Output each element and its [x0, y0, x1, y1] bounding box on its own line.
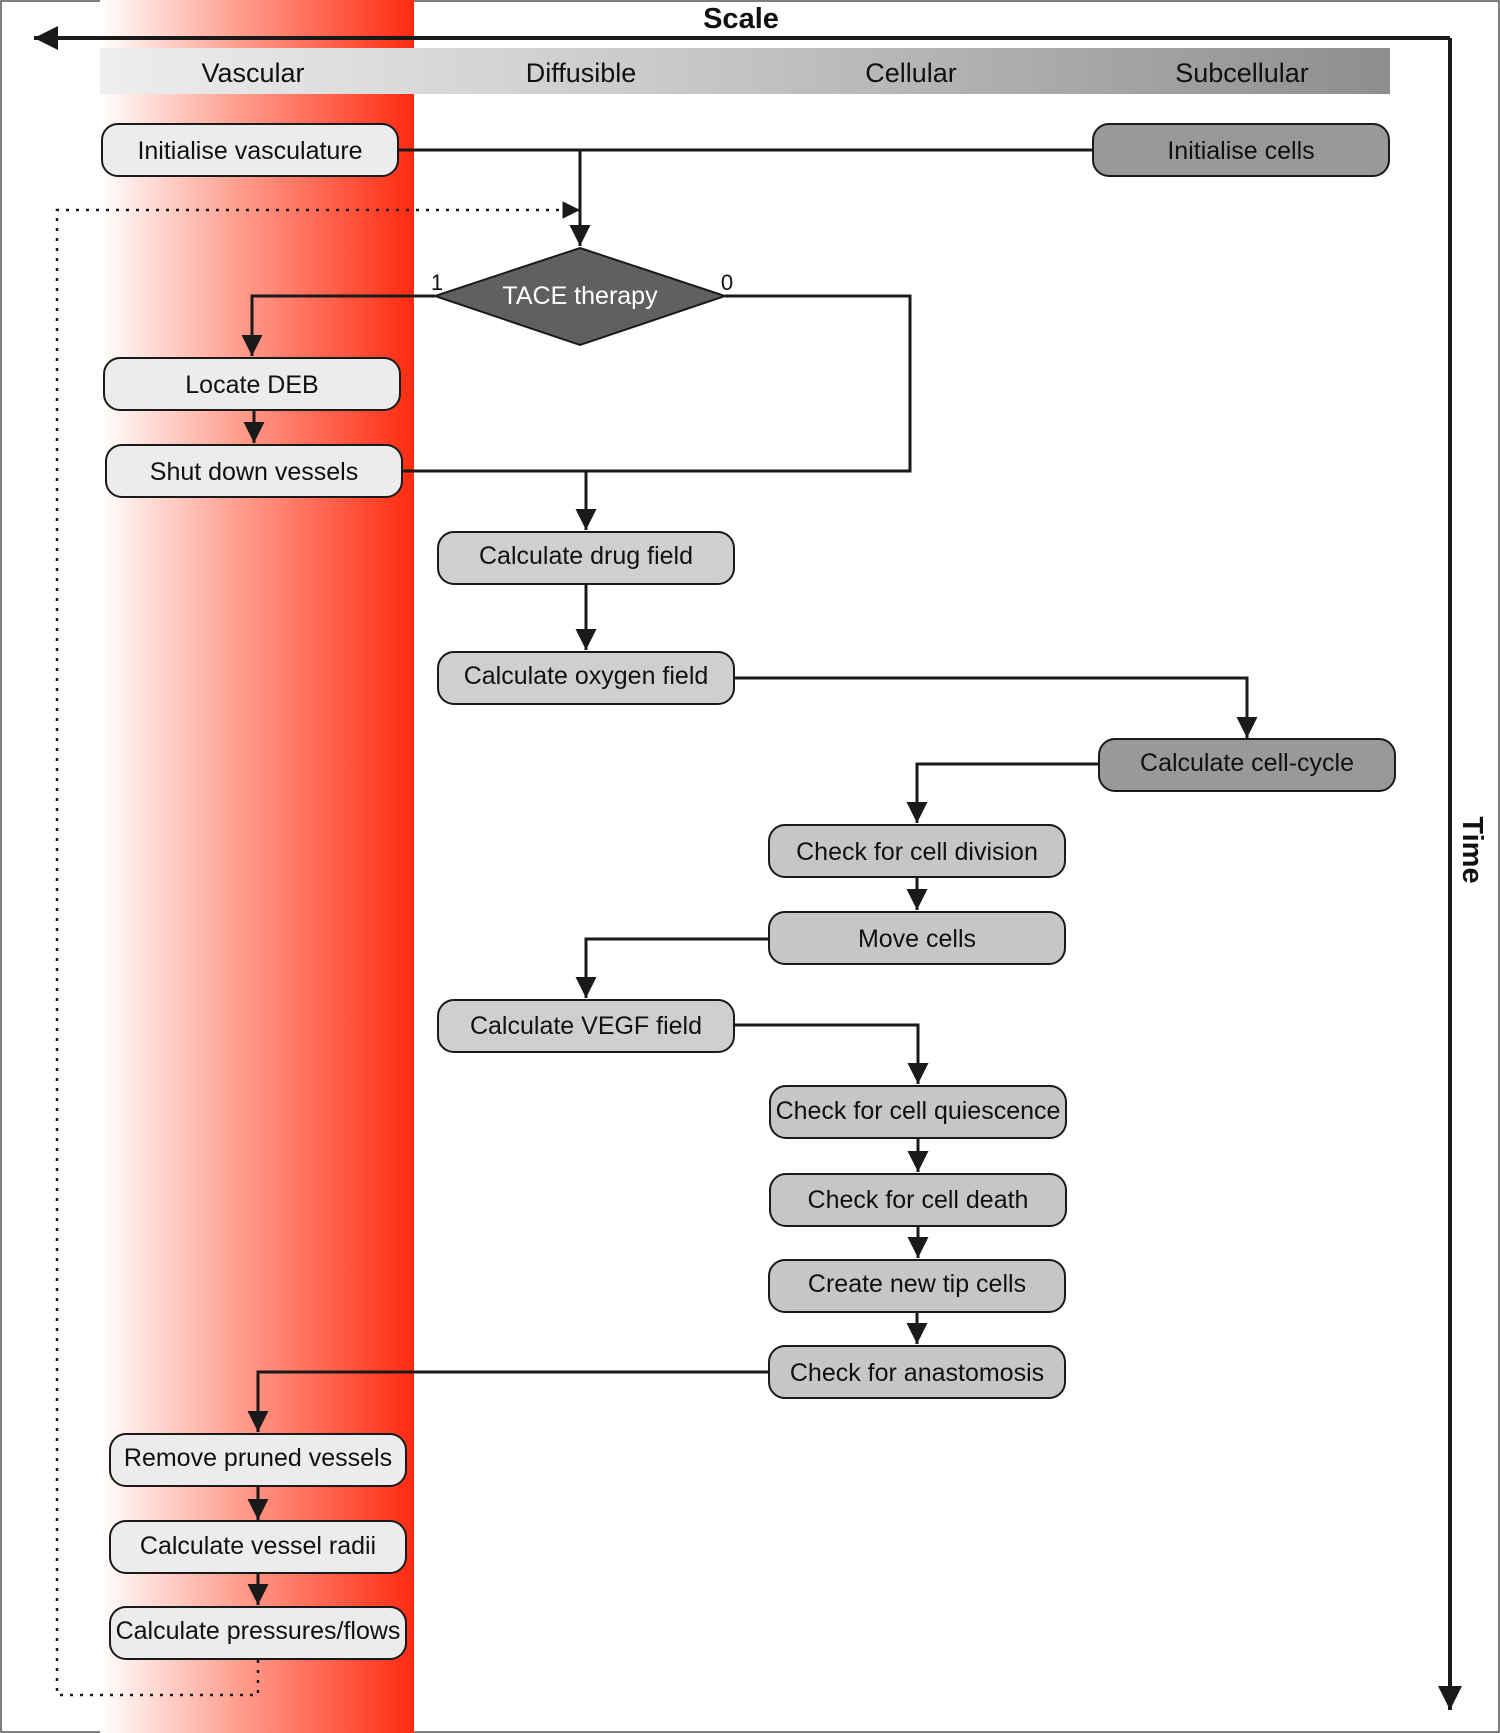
- box-locate-deb: [103, 357, 401, 411]
- lane-label-cellular: Cellular: [865, 58, 957, 88]
- label-calculate-pressures-flows: Calculate pressures/flows: [116, 1617, 401, 1645]
- box-check-anastomosis: [768, 1345, 1066, 1399]
- label-move-cells: Move cells: [858, 925, 976, 953]
- label-locate-deb: Locate DEB: [185, 371, 318, 399]
- process-boxes: [101, 123, 1396, 1660]
- box-remove-pruned-vessels: [109, 1433, 407, 1487]
- lane-label-vascular: Vascular: [201, 58, 304, 88]
- lane-label-diffusible: Diffusible: [526, 58, 637, 88]
- label-create-tip-cells: Create new tip cells: [808, 1270, 1026, 1298]
- scale-lane-bar: [100, 48, 1390, 94]
- label-calculate-vegf-field: Calculate VEGF field: [470, 1012, 702, 1040]
- decision-label-tace: TACE therapy: [502, 282, 658, 310]
- label-check-cell-division: Check for cell division: [796, 838, 1038, 866]
- box-calculate-vessel-radii: [109, 1520, 407, 1574]
- decision-yes-label: 1: [431, 270, 443, 295]
- connector-cycle-to-division: [906, 762, 1100, 823]
- time-axis-title: Time: [1456, 816, 1488, 883]
- connector-oxygen-to-cycle: [733, 676, 1258, 738]
- label-calculate-cell-cycle: Calculate cell-cycle: [1140, 749, 1354, 777]
- box-calculate-cell-cycle: [1098, 738, 1396, 792]
- box-calculate-vegf-field: [437, 999, 735, 1053]
- label-calculate-drug-field: Calculate drug field: [479, 542, 693, 570]
- label-calculate-oxygen-field: Calculate oxygen field: [464, 662, 709, 690]
- box-initialise-cells: [1092, 123, 1390, 177]
- box-calculate-oxygen-field: [437, 651, 735, 705]
- connector-decision-no: [402, 294, 912, 473]
- label-check-anastomosis: Check for anastomosis: [790, 1359, 1044, 1387]
- scale-axis-title: Scale: [703, 3, 779, 35]
- box-check-cell-death: [769, 1173, 1067, 1227]
- connectors: [55, 148, 1258, 1697]
- label-initialise-vasculature: Initialise vasculature: [137, 137, 362, 165]
- box-check-cell-division: [768, 824, 1066, 878]
- decision-no-label: 0: [721, 270, 733, 295]
- connector-vegf-to-quiescence: [733, 1023, 929, 1084]
- connector-move-to-vegf: [575, 937, 769, 998]
- label-shut-down-vessels: Shut down vessels: [150, 458, 358, 486]
- connector-decision-yes: [241, 294, 435, 356]
- decision-diamond-tace: [431, 246, 729, 347]
- lane-label-subcellular: Subcellular: [1175, 58, 1309, 88]
- label-initialise-cells: Initialise cells: [1167, 137, 1314, 165]
- connector-anastomosis-to-remove: [247, 1370, 769, 1432]
- label-calculate-vessel-radii: Calculate vessel radii: [140, 1532, 376, 1560]
- box-create-tip-cells: [768, 1259, 1066, 1313]
- box-calculate-pressures-flows: [109, 1606, 407, 1660]
- box-check-cell-quiescence: [769, 1085, 1067, 1139]
- box-calculate-drug-field: [437, 531, 735, 585]
- box-shut-down-vessels: [105, 444, 403, 498]
- label-check-cell-death: Check for cell death: [808, 1186, 1029, 1214]
- label-remove-pruned-vessels: Remove pruned vessels: [124, 1444, 392, 1472]
- label-check-cell-quiescence: Check for cell quiescence: [776, 1097, 1061, 1125]
- box-move-cells: [768, 911, 1066, 965]
- box-initialise-vasculature: [101, 123, 399, 177]
